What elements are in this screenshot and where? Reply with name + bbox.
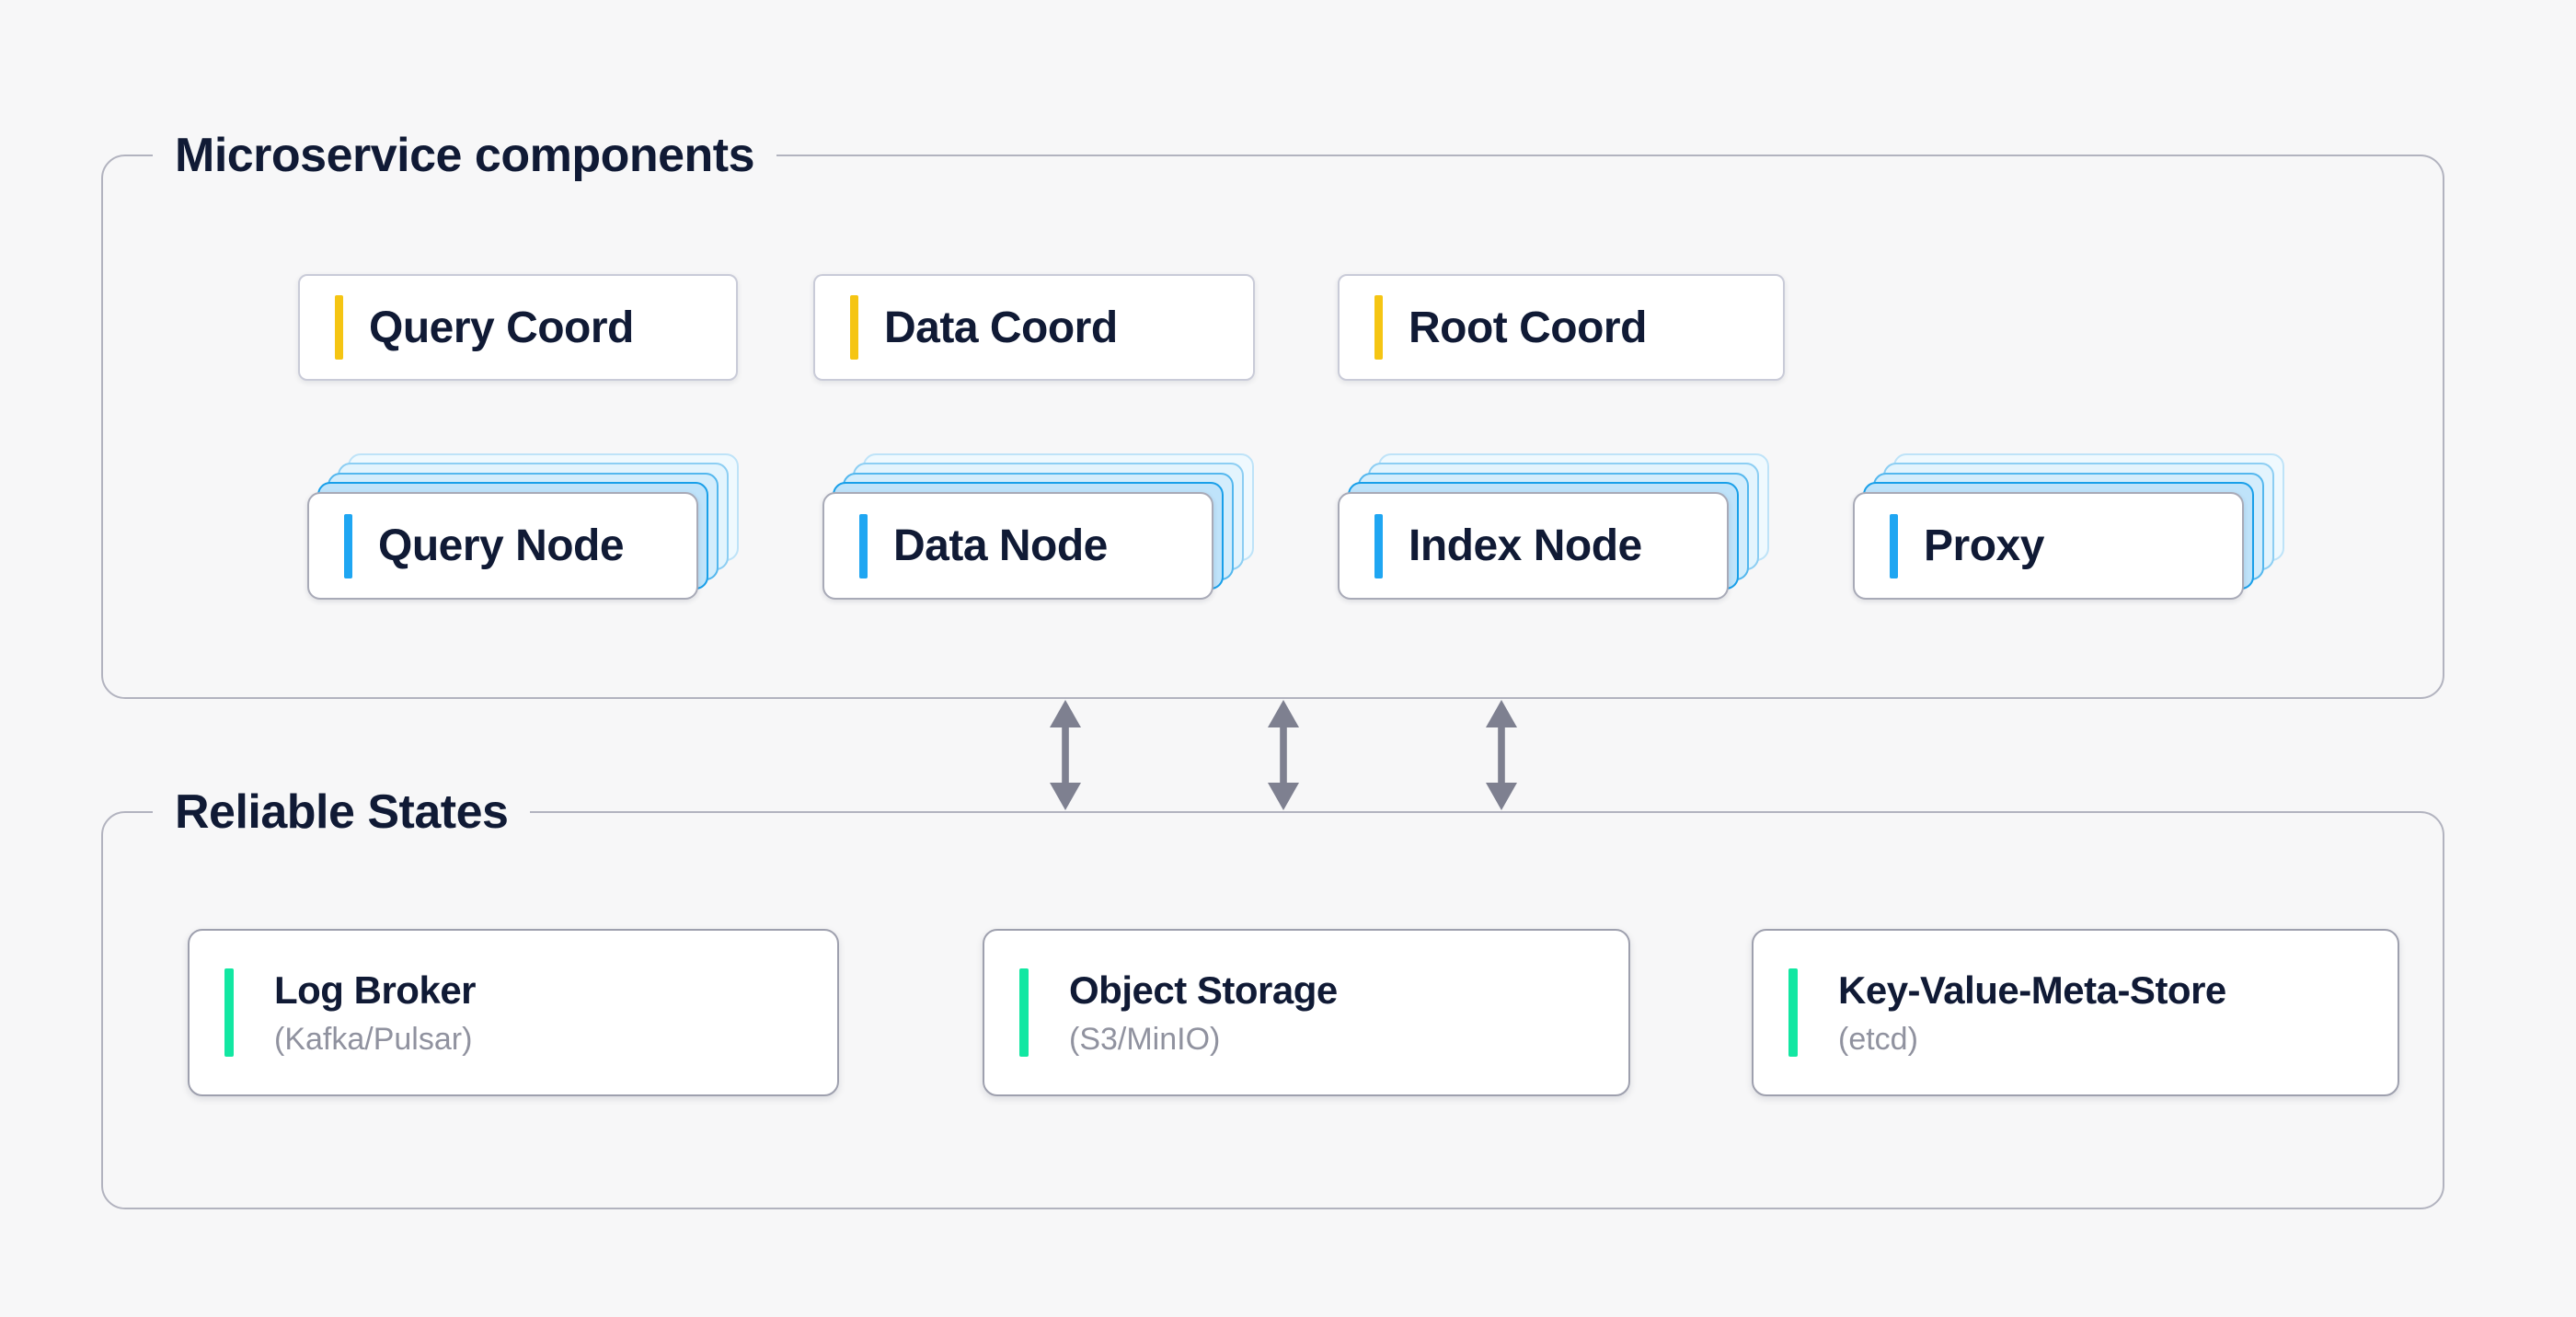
group-title-microservice-components: Microservice components (153, 127, 777, 183)
card-data-coord: Data Coord (813, 274, 1255, 381)
card-label: Proxy (1924, 521, 2044, 570)
group-reliable-states: Reliable States Log Broker (Kafka/Pulsar… (101, 784, 2444, 1209)
store-text: Object Storage (S3/MinIO) (1069, 968, 1338, 1058)
store-title: Key-Value-Meta-Store (1838, 968, 2226, 1012)
accent-bar (859, 513, 868, 578)
card-key-value-meta-store: Key-Value-Meta-Store (etcd) (1752, 929, 2399, 1096)
bidirectional-arrow-icon (1486, 700, 1517, 810)
card-label: Data Node (893, 521, 1108, 570)
card-label: Root Coord (1409, 303, 1647, 352)
card-query-coord: Query Coord (298, 274, 738, 381)
accent-bar (1374, 513, 1383, 578)
card-log-broker: Log Broker (Kafka/Pulsar) (188, 929, 839, 1096)
store-text: Log Broker (Kafka/Pulsar) (274, 968, 477, 1058)
card-label: Query Node (378, 521, 625, 570)
accent-bar (1788, 968, 1798, 1057)
accent-bar (335, 295, 343, 360)
bidirectional-arrow-icon (1050, 700, 1081, 810)
card-index-node: Index Node (1338, 492, 1729, 600)
store-text: Key-Value-Meta-Store (etcd) (1838, 968, 2226, 1058)
accent-bar (850, 295, 858, 360)
accent-bar (224, 968, 234, 1057)
group-microservice-components: Microservice components Query Coord Data… (101, 127, 2444, 699)
stack-proxy: Proxy (1853, 453, 2284, 600)
store-subtitle: (etcd) (1838, 1021, 1918, 1057)
accent-bar (1890, 513, 1898, 578)
store-subtitle: (S3/MinIO) (1069, 1021, 1221, 1057)
card-proxy: Proxy (1853, 492, 2244, 600)
group-title-reliable-states: Reliable States (153, 784, 531, 840)
card-root-coord: Root Coord (1338, 274, 1785, 381)
card-label: Index Node (1409, 521, 1642, 570)
store-title: Object Storage (1069, 968, 1338, 1012)
card-query-node: Query Node (307, 492, 698, 600)
stack-index-node: Index Node (1338, 453, 1769, 600)
card-label: Query Coord (369, 303, 634, 352)
accent-bar (1374, 295, 1383, 360)
stack-data-node: Data Node (822, 453, 1254, 600)
card-label: Data Coord (884, 303, 1118, 352)
store-subtitle: (Kafka/Pulsar) (274, 1021, 473, 1057)
card-data-node: Data Node (822, 492, 1213, 600)
bidirectional-arrow-icon (1268, 700, 1299, 810)
store-title: Log Broker (274, 968, 477, 1012)
card-object-storage: Object Storage (S3/MinIO) (983, 929, 1630, 1096)
stack-query-node: Query Node (307, 453, 739, 600)
accent-bar (344, 513, 352, 578)
accent-bar (1019, 968, 1029, 1057)
